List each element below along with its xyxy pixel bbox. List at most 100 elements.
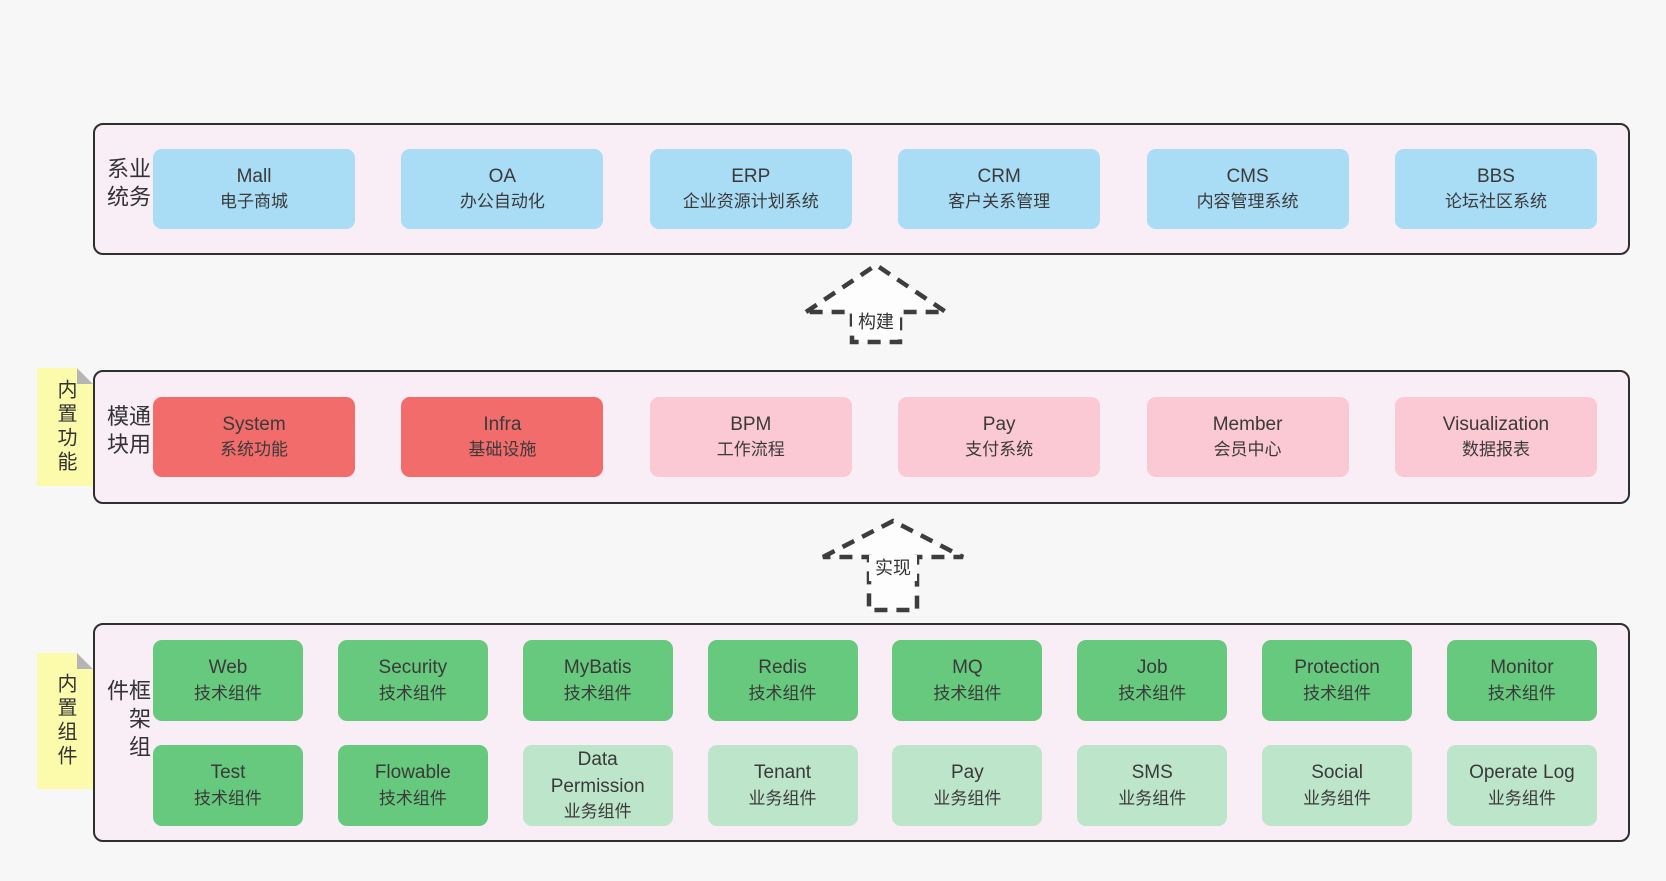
- box-subtitle: 业务组件: [933, 788, 1002, 808]
- box-subtitle: 办公自动化: [459, 192, 545, 212]
- arrow-label: 实现: [875, 558, 911, 578]
- box-pay-component: Pay 业务组件: [892, 745, 1043, 826]
- business-box-row: Mall 电子商城 OA 办公自动化 ERP 企业资源计划系统 CRM 客户关系…: [153, 149, 1597, 229]
- box-erp: ERP 企业资源计划系统: [649, 149, 852, 229]
- box-subtitle: 技术组件: [933, 683, 1002, 703]
- box-redis: Redis 技术组件: [707, 640, 858, 721]
- module-box-row: System 系统功能 Infra 基础设施 BPM 工作流程 Pay 支付系统…: [153, 397, 1597, 477]
- box-title: Data Permission: [550, 749, 645, 797]
- note-fold-icon: [77, 368, 93, 384]
- box-job: Job 技术组件: [1077, 640, 1228, 721]
- box-title: Infra: [483, 413, 522, 435]
- box-title: Job: [1136, 657, 1168, 679]
- box-subtitle: 技术组件: [748, 683, 817, 703]
- box-subtitle: 业务组件: [563, 802, 632, 822]
- box-title: Operate Log: [1469, 762, 1575, 784]
- layer-framework-components: 框架组件 Web 技术组件 Security 技术组件 MyBatis 技术组件…: [93, 623, 1630, 842]
- box-title: Pay: [982, 413, 1016, 435]
- box-title: CRM: [977, 165, 1021, 187]
- box-social: Social 业务组件: [1262, 745, 1413, 826]
- box-title: SMS: [1131, 762, 1173, 784]
- note-built-in-components: 内置组件: [37, 653, 93, 789]
- box-title: Web: [208, 657, 248, 679]
- note-label: 内置功能: [54, 379, 76, 475]
- box-title: Visualization: [1442, 413, 1550, 435]
- box-subtitle: 业务组件: [1303, 788, 1372, 808]
- box-flowable: Flowable 技术组件: [337, 745, 488, 826]
- box-title: System: [222, 413, 286, 435]
- box-cms: CMS 内容管理系统: [1146, 149, 1349, 229]
- box-title: Mall: [236, 165, 272, 187]
- box-subtitle: 企业资源计划系统: [682, 192, 819, 212]
- box-subtitle: 技术组件: [378, 683, 447, 703]
- box-title: Social: [1311, 762, 1363, 784]
- box-mybatis: MyBatis 技术组件: [522, 640, 673, 721]
- box-subtitle: 工作流程: [716, 440, 785, 460]
- box-data-permission: Data Permission 业务组件: [522, 745, 673, 826]
- box-title: Redis: [758, 657, 807, 679]
- box-subtitle: 技术组件: [194, 683, 262, 703]
- box-title: Security: [378, 657, 448, 679]
- box-pay-module: Pay 支付系统: [898, 397, 1101, 477]
- box-subtitle: 客户关系管理: [948, 192, 1051, 212]
- box-bpm: BPM 工作流程: [649, 397, 852, 477]
- box-title: Protection: [1294, 657, 1380, 679]
- implement-arrow-icon: 实现: [821, 518, 965, 613]
- box-subtitle: 业务组件: [1487, 788, 1556, 808]
- box-tenant: Tenant 业务组件: [707, 745, 858, 826]
- box-subtitle: 内容管理系统: [1196, 192, 1299, 212]
- build-arrow-icon: 构建: [798, 262, 954, 345]
- box-subtitle: 支付系统: [965, 440, 1034, 460]
- component-box-row-1: Web 技术组件 Security 技术组件 MyBatis 技术组件 Redi…: [153, 640, 1597, 721]
- box-title: Monitor: [1490, 657, 1554, 679]
- box-system: System 系统功能: [153, 397, 355, 477]
- arrow-label-bg: [869, 555, 917, 581]
- box-test: Test 技术组件: [153, 745, 303, 826]
- arrow-label-bg: [852, 309, 900, 335]
- layer-business-systems: 业务系统 Mall 电子商城 OA 办公自动化 ERP 企业资源计划系统 CRM…: [93, 123, 1630, 255]
- note-fold-icon: [77, 653, 93, 669]
- box-subtitle: 论坛社区系统: [1444, 192, 1547, 212]
- layer-common-modules: 通用模块 System 系统功能 Infra 基础设施 BPM 工作流程 Pay…: [93, 370, 1630, 504]
- layer-label: 业务系统: [104, 157, 151, 213]
- box-mq: MQ 技术组件: [892, 640, 1043, 721]
- box-subtitle: 业务组件: [1118, 788, 1187, 808]
- box-title: Member: [1212, 413, 1283, 435]
- box-subtitle: 电子商城: [220, 192, 288, 212]
- box-subtitle: 技术组件: [563, 683, 632, 703]
- box-web: Web 技术组件: [153, 640, 303, 721]
- box-subtitle: 系统功能: [220, 440, 288, 460]
- box-title: MyBatis: [563, 657, 632, 679]
- box-subtitle: 业务组件: [748, 788, 817, 808]
- box-title: BPM: [730, 413, 772, 435]
- box-subtitle: 会员中心: [1213, 440, 1282, 460]
- box-security: Security 技术组件: [337, 640, 488, 721]
- layer-label: 框架组件: [104, 678, 151, 763]
- box-title: BBS: [1476, 165, 1515, 187]
- box-infra: Infra 基础设施: [401, 397, 604, 477]
- box-subtitle: 技术组件: [1487, 683, 1556, 703]
- box-bbs: BBS 论坛社区系统: [1394, 149, 1597, 229]
- box-member: Member 会员中心: [1146, 397, 1349, 477]
- box-protection: Protection 技术组件: [1262, 640, 1413, 721]
- box-monitor: Monitor 技术组件: [1446, 640, 1597, 721]
- box-subtitle: 技术组件: [1303, 683, 1372, 703]
- box-sms: SMS 业务组件: [1077, 745, 1228, 826]
- box-subtitle: 数据报表: [1461, 440, 1530, 460]
- box-title: Pay: [951, 762, 984, 784]
- box-mall: Mall 电子商城: [153, 149, 355, 229]
- box-oa: OA 办公自动化: [401, 149, 604, 229]
- box-title: MQ: [952, 657, 983, 679]
- note-built-in-features: 内置功能: [37, 368, 93, 486]
- component-box-row-2: Test 技术组件 Flowable 技术组件 Data Permission …: [153, 745, 1597, 826]
- note-label: 内置组件: [54, 673, 76, 769]
- box-operate-log: Operate Log 业务组件: [1446, 745, 1597, 826]
- box-title: Tenant: [754, 762, 812, 784]
- layer-label: 通用模块: [104, 404, 151, 461]
- arrow-label: 构建: [858, 312, 894, 332]
- box-subtitle: 技术组件: [1118, 683, 1187, 703]
- box-subtitle: 技术组件: [378, 788, 447, 808]
- box-title: OA: [488, 165, 517, 187]
- box-title: Flowable: [374, 762, 451, 784]
